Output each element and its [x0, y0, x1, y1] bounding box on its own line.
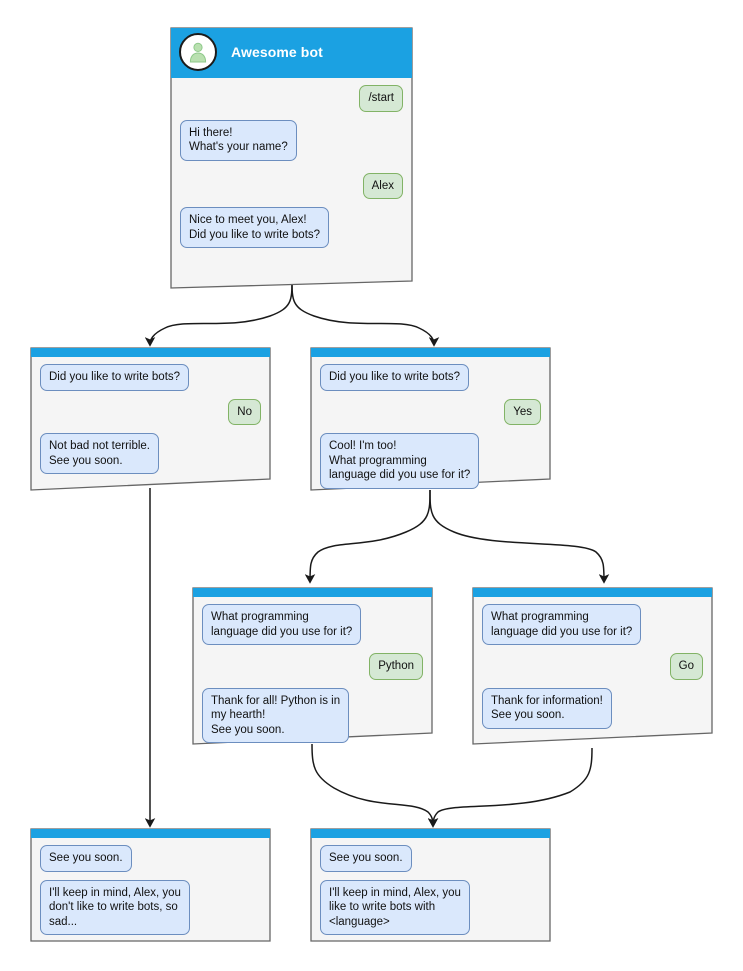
chat-row: Python: [202, 653, 423, 680]
node-no-branch[interactable]: Did you like to write bots? No Not bad n…: [30, 347, 271, 491]
node-header-bar: [30, 347, 271, 356]
chat-row: Go: [482, 653, 703, 680]
bot-message-bubble: Did you like to write bots?: [320, 364, 470, 391]
edge-root-to-yes: [291, 279, 440, 347]
edge-yes-to-python: [304, 489, 431, 584]
chat-row: What programming language did you use fo…: [482, 604, 703, 645]
edge-go-to-end-yes: [427, 747, 593, 828]
bot-message-bubble: Not bad not terrible. See you soon.: [40, 433, 160, 474]
node-end-yes-content: See you soon. I'll keep in mind, Alex, y…: [310, 828, 551, 945]
chat-row: Nice to meet you, Alex! Did you like to …: [180, 207, 403, 248]
node-yes-branch[interactable]: Did you like to write bots? Yes Cool! I'…: [310, 347, 551, 491]
edge-yes-to-go: [429, 489, 610, 584]
chat-row: Thank for information! See you soon.: [482, 687, 703, 729]
node-go-branch[interactable]: What programming language did you use fo…: [472, 587, 713, 745]
node-header-bar: [472, 587, 713, 596]
chat-row: /start: [180, 85, 403, 112]
node-python-branch-content: What programming language did you use fo…: [192, 587, 433, 753]
chat-row: Cool! I'm too! What programming language…: [320, 433, 541, 489]
bot-message-bubble: Thank for all! Python is in my hearth! S…: [202, 687, 350, 743]
node-root-content: Awesome bot /start Hi there! What's your…: [170, 27, 413, 258]
bot-message-bubble: Hi there! What's your name?: [180, 119, 297, 161]
node-header-bar: [310, 828, 551, 837]
edge-python-to-end-yes: [311, 743, 439, 828]
node-end-yes-chat: See you soon. I'll keep in mind, Alex, y…: [310, 837, 551, 945]
node-no-branch-content: Did you like to write bots? No Not bad n…: [30, 347, 271, 484]
chat-row: No: [40, 398, 261, 425]
chat-row: Yes: [320, 398, 541, 425]
bot-message-bubble: What programming language did you use fo…: [482, 604, 642, 645]
bot-message-bubble: I'll keep in mind, Alex, you like to wri…: [320, 879, 470, 935]
node-go-branch-content: What programming language did you use fo…: [472, 587, 713, 739]
bot-message-bubble: Thank for information! See you soon.: [482, 687, 612, 729]
bot-message-bubble: Cool! I'm too! What programming language…: [320, 433, 480, 489]
bot-message-bubble: I'll keep in mind, Alex, you don't like …: [40, 879, 190, 935]
chat-row: Alex: [180, 172, 403, 199]
node-end-no[interactable]: See you soon. I'll keep in mind, Alex, y…: [30, 828, 271, 942]
user-message-bubble: /start: [359, 85, 403, 112]
node-yes-branch-content: Did you like to write bots? Yes Cool! I'…: [310, 347, 551, 499]
chat-row: Not bad not terrible. See you soon.: [40, 433, 261, 474]
node-header-bar: [30, 828, 271, 837]
node-root-title: Awesome bot: [231, 44, 323, 60]
chat-row: I'll keep in mind, Alex, you don't like …: [40, 879, 261, 935]
node-header-bar: [310, 347, 551, 356]
user-message-bubble: Yes: [504, 398, 541, 425]
node-end-no-chat: See you soon. I'll keep in mind, Alex, y…: [30, 837, 271, 945]
node-root-chat: /start Hi there! What's your name? Alex …: [170, 77, 413, 258]
chat-row: Hi there! What's your name?: [180, 119, 403, 161]
chat-row: Did you like to write bots?: [320, 364, 541, 391]
chat-row: I'll keep in mind, Alex, you like to wri…: [320, 879, 541, 935]
node-root[interactable]: Awesome bot /start Hi there! What's your…: [170, 27, 413, 289]
chat-row: What programming language did you use fo…: [202, 604, 423, 645]
bot-message-bubble: Nice to meet you, Alex! Did you like to …: [180, 207, 330, 248]
node-end-yes[interactable]: See you soon. I'll keep in mind, Alex, y…: [310, 828, 551, 942]
chat-row: See you soon.: [320, 845, 541, 872]
bot-message-bubble: What programming language did you use fo…: [202, 604, 362, 645]
chat-row: Did you like to write bots?: [40, 364, 261, 391]
bot-message-bubble: Did you like to write bots?: [40, 364, 190, 391]
bot-message-bubble: See you soon.: [40, 845, 132, 872]
node-yes-branch-chat: Did you like to write bots? Yes Cool! I'…: [310, 356, 551, 499]
chat-row: See you soon.: [40, 845, 261, 872]
user-message-bubble: Alex: [362, 172, 403, 199]
edge-root-to-no: [144, 279, 293, 347]
node-header-bar: [192, 587, 433, 596]
bot-message-bubble: See you soon.: [320, 845, 412, 872]
node-python-branch[interactable]: What programming language did you use fo…: [192, 587, 433, 745]
node-root-title-bar: Awesome bot: [170, 27, 413, 77]
user-message-bubble: Python: [369, 653, 423, 680]
user-avatar-icon: [179, 33, 217, 71]
chat-row: Thank for all! Python is in my hearth! S…: [202, 687, 423, 743]
node-python-branch-chat: What programming language did you use fo…: [192, 596, 433, 753]
user-message-bubble: Go: [669, 653, 703, 680]
user-message-bubble: No: [228, 398, 261, 425]
node-end-no-content: See you soon. I'll keep in mind, Alex, y…: [30, 828, 271, 945]
node-go-branch-chat: What programming language did you use fo…: [472, 596, 713, 739]
node-no-branch-chat: Did you like to write bots? No Not bad n…: [30, 356, 271, 484]
